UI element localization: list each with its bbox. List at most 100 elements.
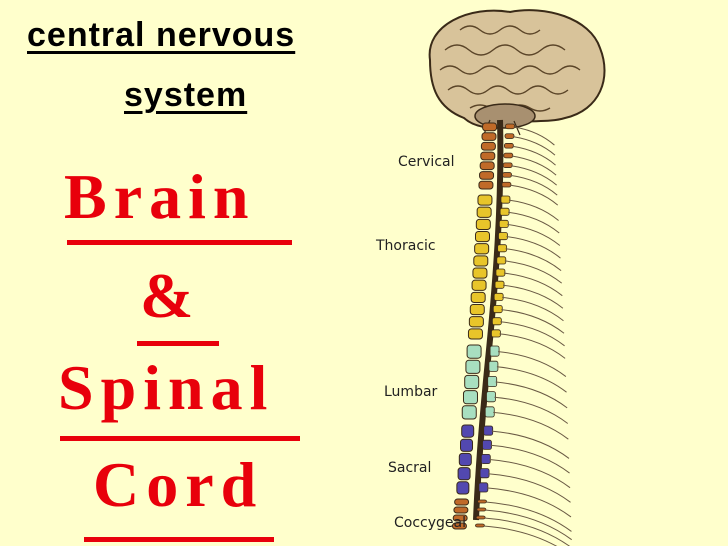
word-cord: Cord [93,449,264,520]
vertebra-process [488,360,499,372]
spinal-nerve [512,136,556,156]
spinal-nerve [484,509,572,541]
spinal-nerve [486,487,572,518]
spinal-nerve [509,184,559,206]
vertebra [469,304,485,316]
slide-title-line-1: central nervous [27,16,296,54]
vertebra-process [496,256,507,265]
vertebra [476,206,492,218]
vertebra-process [484,406,495,418]
spinal-nerve [495,381,568,409]
spinal-cord [473,119,504,521]
spinal-nerve [511,155,557,176]
vertebra [467,328,483,340]
vertebra [466,344,482,359]
answer-line-spinal [60,436,300,441]
spinal-nerve [496,366,567,393]
vertebra [471,279,487,291]
vertebra [481,132,497,141]
spinal-nerve [501,309,565,334]
vertebra [460,438,474,452]
spinal-nerve [499,333,566,359]
vertebra [461,405,477,420]
vertebra-process [477,499,488,504]
spinal-nerve [505,248,562,272]
vertebra-process [497,244,508,253]
vertebra [479,161,495,171]
spinal-nerve [489,459,571,489]
spinal-nerve [508,199,559,221]
vertebra-process [483,425,494,436]
vertebra-process [489,345,500,357]
vertebra [472,267,488,279]
spinal-nerve [508,211,560,234]
vertebra-process [498,219,509,228]
region-label-cervical: Cervical [398,154,455,170]
spinal-nerve [507,223,561,246]
spinal-nerves [483,126,572,546]
vertebra [474,243,490,255]
vertebra-process [480,453,491,464]
vertebra [470,291,486,304]
spinal-nerve [490,444,570,474]
spinal-nerve [502,296,564,322]
vertebra-process [498,232,508,241]
vertebra [457,467,471,481]
region-label-lumbar: Lumbar [384,384,438,400]
answer-line-cord [84,537,274,542]
spinal-nerve [503,284,564,309]
spinal-nerve [500,321,565,347]
vertebra-process [475,523,485,528]
vertebra [462,390,478,405]
vertebra-process [479,468,490,479]
vertebra [474,231,490,243]
spinal-nerve [511,165,557,186]
answer-line-ampersand [137,341,219,346]
vertebra [456,481,470,495]
vertebra-process [487,375,498,387]
vertebra-process [491,317,502,326]
word-spinal: Spinal [58,352,275,423]
vertebra [475,218,491,230]
spinal-nerve [504,260,563,284]
vertebra-process [475,515,486,520]
vertebra-process [495,268,506,277]
vertebra-process [486,391,496,403]
vertebra [468,316,484,328]
vertebra-process [503,143,514,149]
spine-illustration: Cervical Thoracic Lumbar Sacral Coccygea… [375,9,606,546]
vertebra-process [492,305,503,314]
vertebra [461,424,475,438]
vertebra [453,506,469,514]
vertebra-process [482,439,492,450]
vertebra [480,141,496,151]
spinal-nerve [512,145,556,166]
answer-line-brain [67,240,292,245]
vertebra [482,122,498,132]
vertebra [473,255,489,267]
vertebra-process [501,181,512,188]
word-ampersand: & [140,260,201,331]
vertebra [464,374,480,390]
spinal-nerve [494,396,569,424]
spinal-nerve [491,430,570,459]
vertebra [458,452,472,467]
vertebra-process [504,133,515,139]
spinal-nerve [484,517,571,546]
spinal-nerve [503,272,563,297]
vertebra-process [494,280,505,289]
spinal-nerve [488,473,571,503]
spinal-nerve [506,236,561,259]
vertebra-process [503,152,514,159]
slide-title-line-2: system [124,76,248,114]
spinal-nerve [485,501,572,532]
vertebra-process [502,172,512,178]
word-brain: Brain [64,161,256,232]
vertebra [479,171,495,180]
vertebra [478,180,494,190]
vertebra-process [499,207,510,216]
vertebra-process [476,507,487,512]
vertebra [451,522,467,530]
vertebrae [451,122,515,530]
vertebra-process [500,195,511,204]
